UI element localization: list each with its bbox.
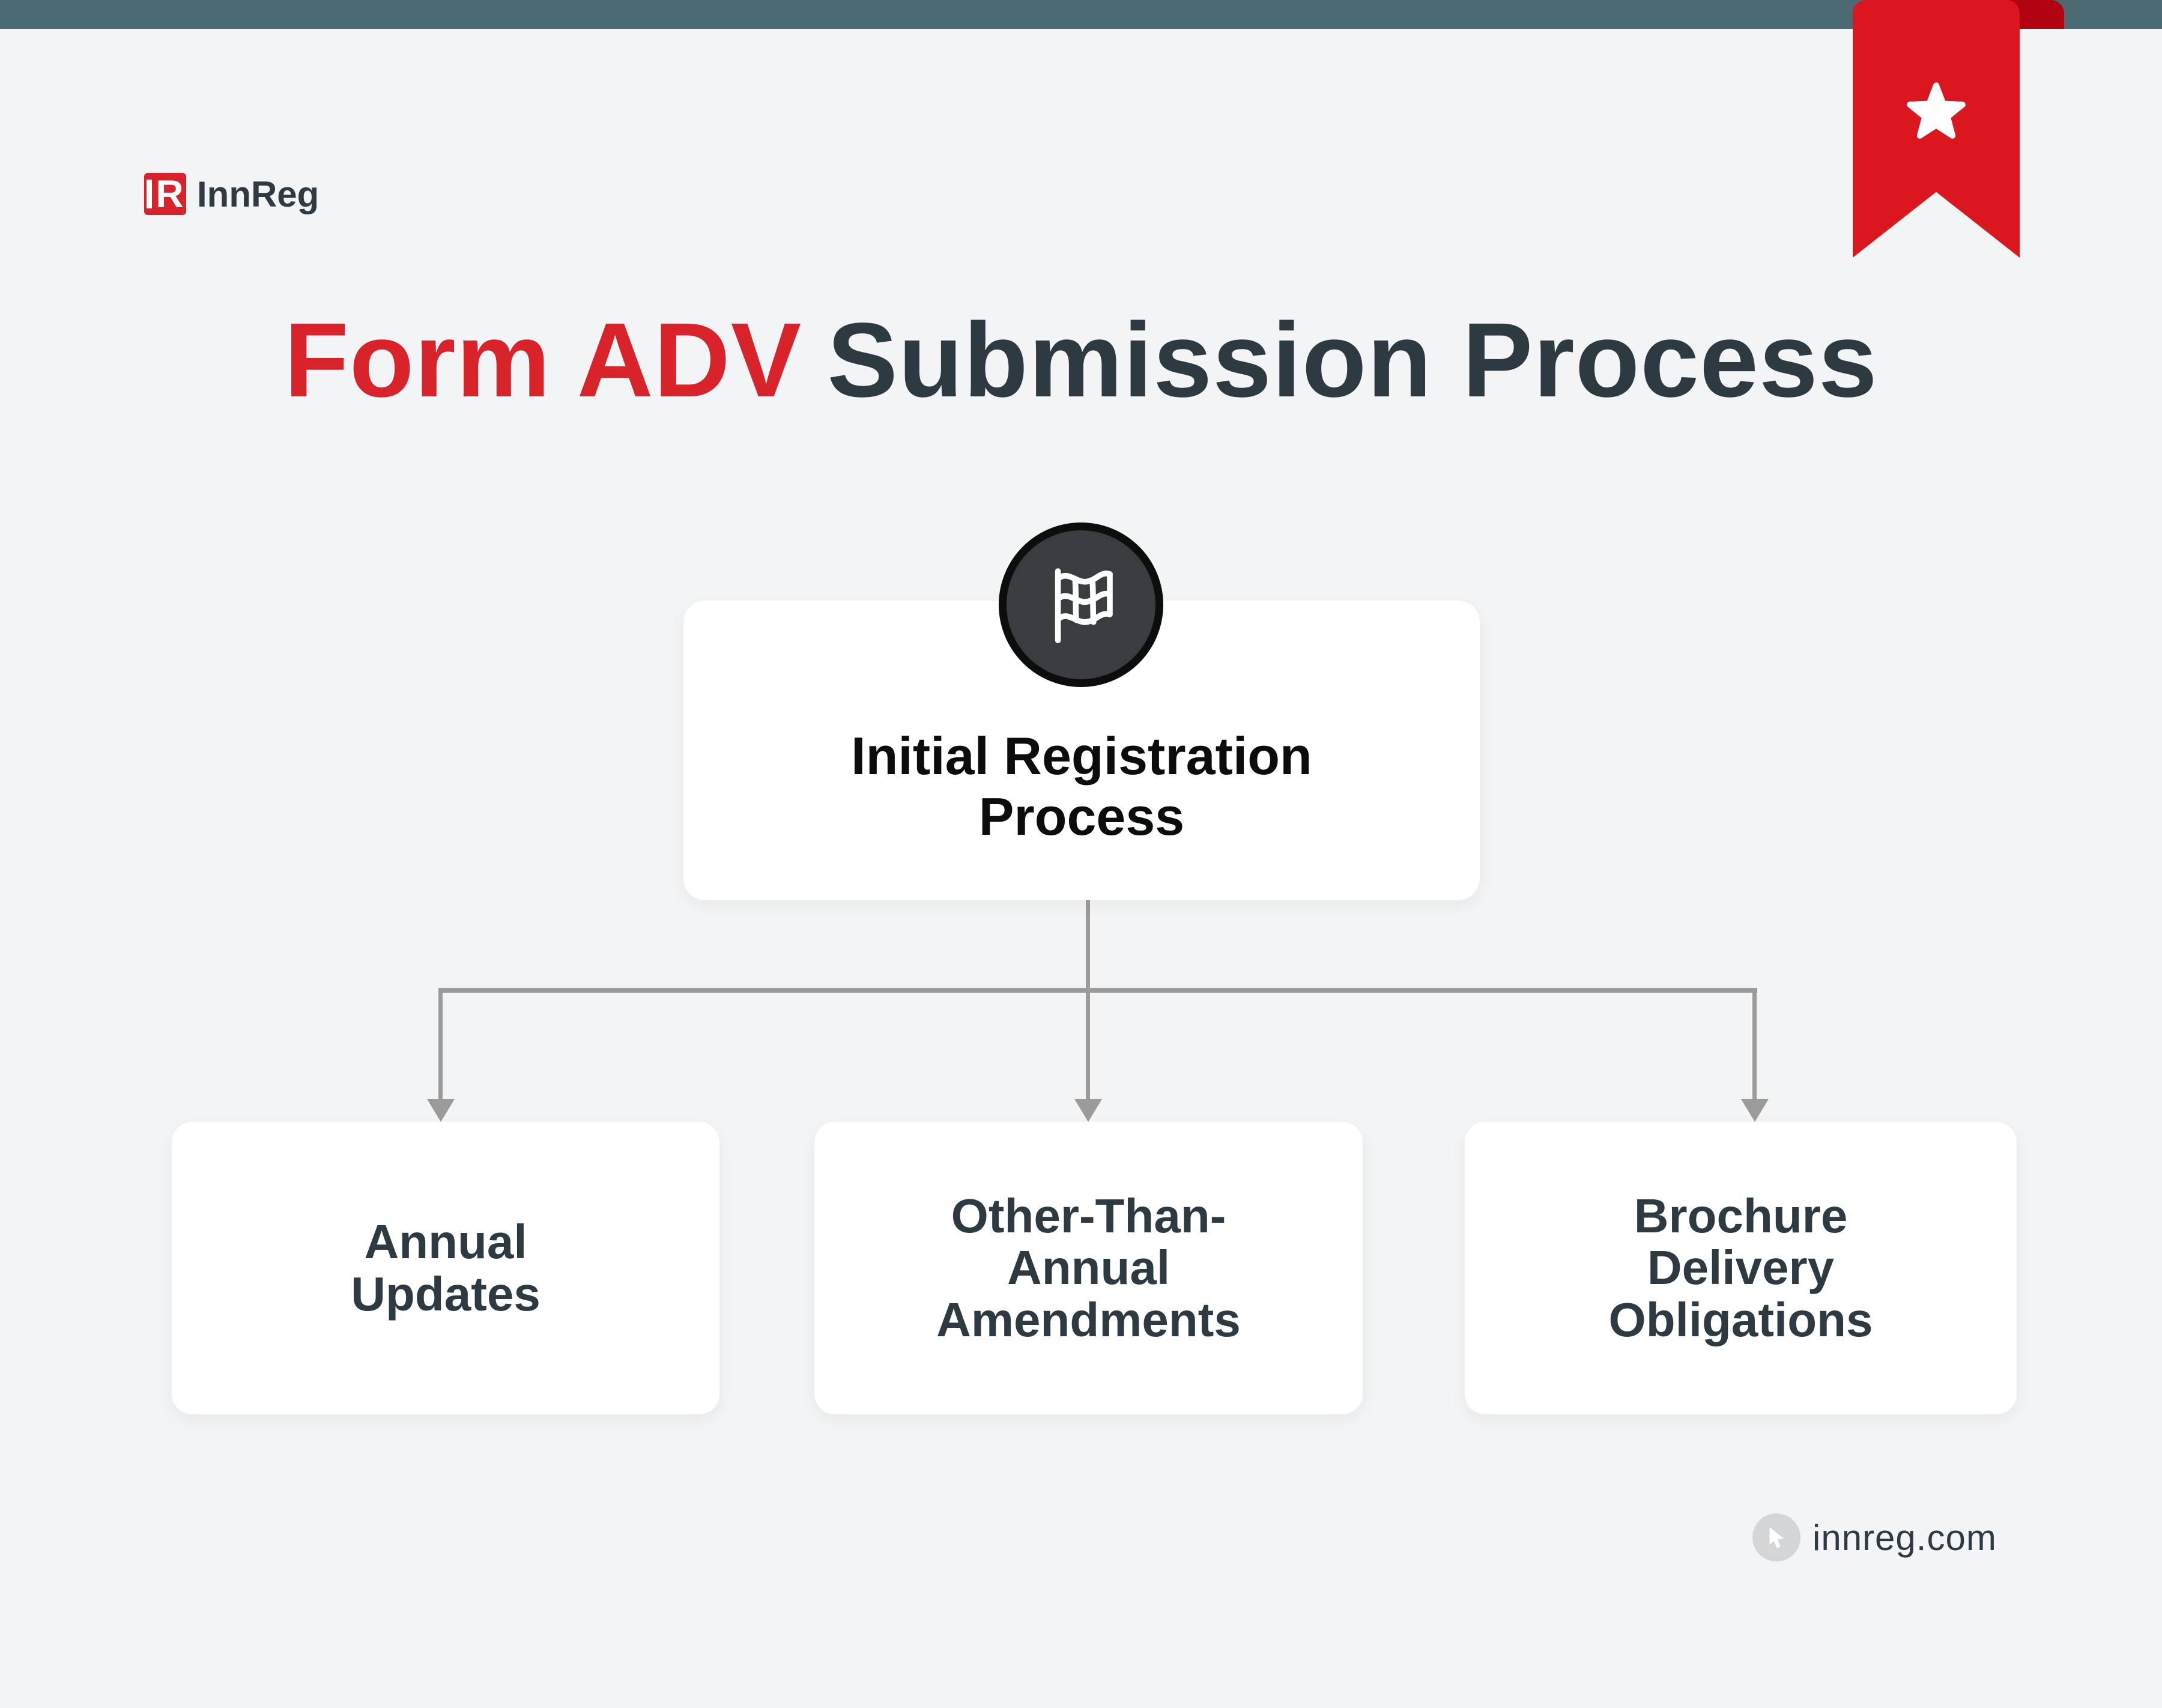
arrowhead-right-icon xyxy=(1741,1099,1769,1122)
checkered-flag-icon xyxy=(1055,568,1113,643)
cursor-icon xyxy=(1769,1527,1784,1548)
star-icon xyxy=(1907,82,1966,139)
node-label: Initial Registration Process xyxy=(851,726,1312,846)
node-label: Brochure Delivery Obligations xyxy=(1608,1189,1873,1346)
node-label: Annual Updates xyxy=(351,1215,540,1321)
logo-mark-letter: R xyxy=(156,172,184,216)
cursor-badge xyxy=(1752,1513,1800,1561)
brand-logo: R InnReg xyxy=(144,173,319,215)
node-label: Other-Than-Annual Amendments xyxy=(936,1189,1241,1346)
node-annual-updates: Annual Updates xyxy=(172,1122,719,1414)
flag-badge xyxy=(999,522,1163,687)
page-title-rest: Submission Process xyxy=(827,301,1878,419)
logo-brand-name: InnReg xyxy=(197,174,319,214)
footer-url: innreg.com xyxy=(1812,1517,1997,1558)
arrowhead-middle-icon xyxy=(1074,1099,1102,1122)
node-brochure-delivery-obligations: Brochure Delivery Obligations xyxy=(1465,1122,2017,1414)
top-bar xyxy=(0,0,2162,29)
connector-right-stem xyxy=(1752,990,1757,1100)
footer: innreg.com xyxy=(1752,1513,1997,1562)
node-other-than-annual-amendments: Other-Than-Annual Amendments xyxy=(814,1122,1363,1414)
bookmark-ribbon xyxy=(1853,0,2020,258)
connector-middle-stem xyxy=(1086,993,1090,1100)
arrowhead-left-icon xyxy=(427,1099,455,1122)
logo-mark-icon: R xyxy=(144,173,186,215)
connector-root-stem xyxy=(1086,900,1090,990)
connector-horizontal-bar xyxy=(438,988,1757,993)
connector-left-stem xyxy=(438,990,443,1100)
page-title-highlight: Form ADV xyxy=(284,301,802,419)
logo-mark-bar xyxy=(147,180,153,208)
